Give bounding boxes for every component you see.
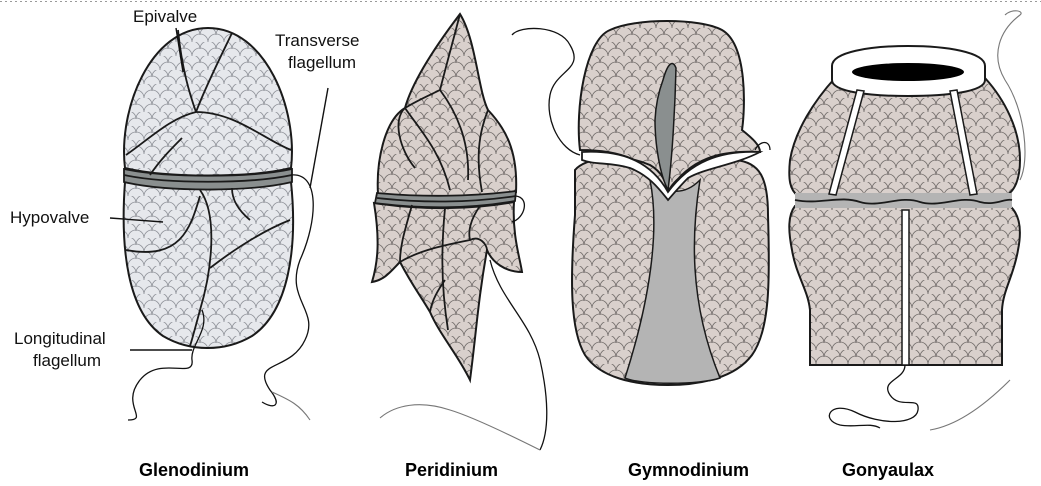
hypovalve-label: Hypovalve xyxy=(10,208,89,227)
longitudinal-label-line1: Longitudinal xyxy=(14,329,106,348)
caption-gonyaulax: Gonyaulax xyxy=(842,460,934,480)
transverse-leader xyxy=(310,88,328,188)
gonyaulax-suture-center xyxy=(902,210,909,365)
peridinium-figure xyxy=(372,14,547,450)
glenodinium-epivalve xyxy=(124,28,292,176)
gonyaulax-figure xyxy=(789,11,1025,430)
peridinium-hypovalve xyxy=(372,202,522,380)
caption-gymnodinium: Gymnodinium xyxy=(628,460,749,480)
epivalve-label: Epivalve xyxy=(133,7,197,26)
transverse-label-line2: flagellum xyxy=(288,53,356,72)
caption-peridinium: Peridinium xyxy=(405,460,498,480)
gymnodinium-figure xyxy=(512,21,770,385)
glenodinium-figure xyxy=(124,28,314,420)
peridinium-epivalve xyxy=(378,14,516,197)
transverse-label-line1: Transverse xyxy=(275,31,359,50)
gonyaulax-apical-pore xyxy=(852,63,964,81)
caption-glenodinium: Glenodinium xyxy=(139,460,249,480)
longitudinal-label-line2: flagellum xyxy=(33,351,101,370)
